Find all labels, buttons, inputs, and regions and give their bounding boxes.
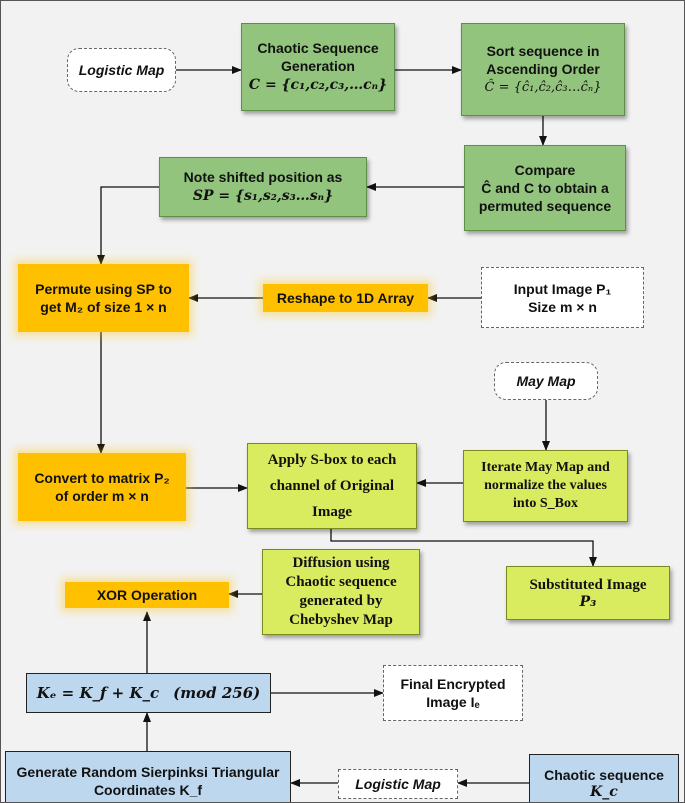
note-shifted-position-node: Note shifted position as SP = {s₁,s₂,s₃……: [159, 157, 367, 217]
final-encrypted-image-node: Final Encrypted Image Iₑ: [383, 665, 523, 721]
diffusion-chebyshev-node: Diffusion using Chaotic sequence generat…: [262, 549, 420, 635]
chaotic-sequence-kc-node: Chaotic sequence K_c: [529, 754, 679, 802]
input-image-node: Input Image P₁ Size m × n: [481, 267, 644, 328]
chaotic-sequence-generation-node: Chaotic Sequence Generation C = {c₁,c₂,c…: [241, 23, 395, 111]
generate-sierpinski-node: Generate Random Sierpinksi Triangular Co…: [5, 751, 291, 802]
reshape-1d-array-node: Reshape to 1D Array: [263, 284, 428, 312]
logistic-map-top-node: Logistic Map: [67, 48, 176, 92]
arrow-sbox-to-substituted: [330, 529, 597, 567]
xor-operation-node: XOR Operation: [65, 582, 229, 608]
permute-node: Permute using SP to get M₂ of size 1 × n: [18, 264, 189, 332]
arrow-note-to-permute: [97, 186, 159, 265]
compare-node: Compare Ĉ and C to obtain a permuted seq…: [464, 145, 626, 231]
key-combination-node: Kₑ = K_f + K_c (mod 256): [26, 673, 271, 713]
apply-sbox-node: Apply S-box to each channel of Original …: [247, 443, 417, 529]
convert-matrix-node: Convert to matrix P₂ of order m × n: [18, 453, 186, 521]
logistic-map-bottom-node: Logistic Map: [338, 769, 458, 799]
iterate-may-map-node: Iterate May Map and normalize the values…: [463, 450, 628, 522]
sort-sequence-node: Sort sequence in Ascending Order Ĉ = {ĉ₁…: [461, 23, 625, 116]
substituted-image-node: Substituted Image P₃: [506, 566, 670, 620]
may-map-node: May Map: [494, 362, 598, 400]
